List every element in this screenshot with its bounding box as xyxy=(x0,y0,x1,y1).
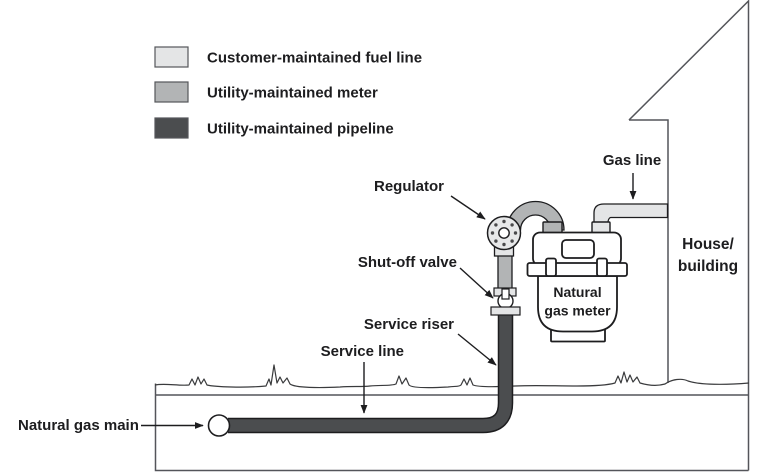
gas-meter xyxy=(526,221,628,343)
legend: Customer-maintained fuel line Utility-ma… xyxy=(154,46,422,139)
legend-label-customer-fuel-line: Customer-maintained fuel line xyxy=(207,50,422,67)
legend-label-utility-pipeline: Utility-maintained pipeline xyxy=(207,121,394,138)
grass-line xyxy=(154,364,750,389)
legend-swatch-utility-meter xyxy=(154,81,189,103)
service-pipe-fill xyxy=(228,313,512,432)
ground-section xyxy=(154,364,750,472)
shut-off-valve-label: Shut-off valve xyxy=(358,254,457,271)
regulator-center-port xyxy=(498,227,510,239)
house-label-line2: building xyxy=(678,258,738,275)
house-eave-and-left-wall xyxy=(629,119,669,383)
meter-label-line1: Natural xyxy=(553,284,601,300)
service-riser-label: Service riser xyxy=(364,316,454,333)
house-roof-and-right-wall xyxy=(628,0,750,471)
regulator-device xyxy=(486,215,522,257)
gas-line-label: Gas line xyxy=(603,152,661,169)
regulator-label: Regulator xyxy=(374,178,444,195)
shut-off-valve-arrow xyxy=(459,267,494,299)
natural-gas-main-label: Natural gas main xyxy=(18,417,139,434)
legend-swatch-customer-fuel-line xyxy=(154,46,189,68)
meter-body xyxy=(537,275,618,333)
underground-boundary xyxy=(154,383,749,472)
meter-index-window xyxy=(561,239,595,259)
service-riser-arrow xyxy=(457,333,497,366)
legend-label-utility-meter: Utility-maintained meter xyxy=(207,85,378,102)
valve-lower-flange xyxy=(490,306,521,316)
meter-bolt-left xyxy=(545,257,557,277)
meter-bolt-right xyxy=(596,257,608,277)
service-line-label: Service line xyxy=(321,343,404,360)
legend-swatch-utility-pipeline xyxy=(154,117,189,139)
regulator-bolt-holes xyxy=(490,219,518,247)
callout-arrows xyxy=(141,173,637,429)
meter-label-line2: gas meter xyxy=(544,303,611,319)
house-outline xyxy=(628,0,750,471)
shut-off-valve-device xyxy=(490,287,521,316)
regulator-arrow xyxy=(450,195,486,220)
gas-main-end-cap xyxy=(207,414,231,437)
meter-flange-bar xyxy=(526,262,628,277)
house-label-line1: House/ xyxy=(682,236,734,253)
valve-stem xyxy=(501,288,510,300)
service-pipeline xyxy=(207,313,514,437)
